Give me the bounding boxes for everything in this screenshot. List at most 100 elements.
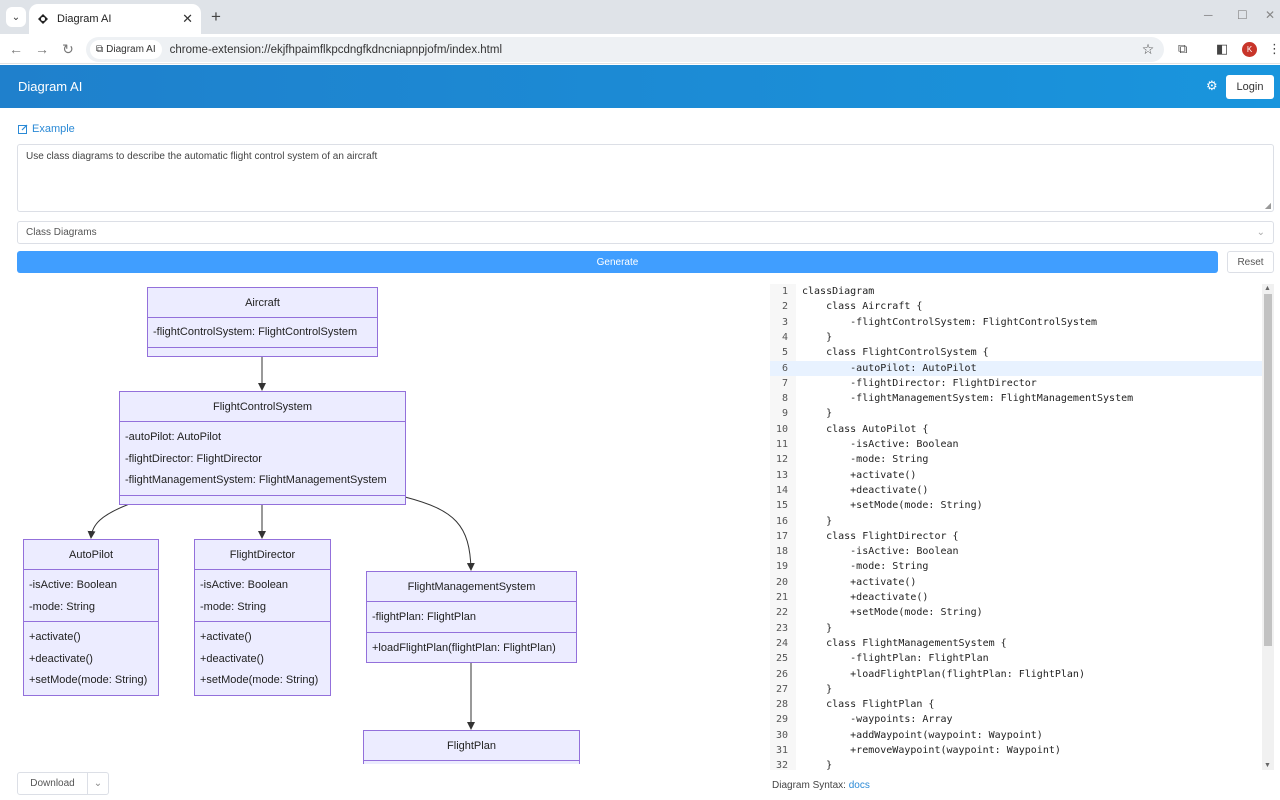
class-name: FlightManagementSystem [367, 572, 576, 602]
code-text: +deactivate() [802, 484, 929, 496]
class-attribute: -autoPilot: AutoPilot [125, 431, 222, 443]
class-flightdirector[interactable]: FlightDirector -isActive: Boolean -mode:… [194, 539, 331, 696]
forward-arrow-icon[interactable]: → [35, 41, 49, 57]
code-line[interactable]: 12 -mode: String [770, 452, 1262, 467]
code-line[interactable]: 21 +deactivate() [770, 590, 1262, 605]
class-flightplan[interactable]: FlightPlan [363, 730, 580, 764]
scroll-up-icon[interactable]: ▲ [1264, 285, 1271, 292]
chevron-down-icon[interactable]: ⌄ [93, 778, 103, 789]
extension-puzzle-icon: ⧉ [96, 44, 104, 55]
code-line[interactable]: 13 +activate() [770, 468, 1262, 483]
code-line[interactable]: 24 class FlightManagementSystem { [770, 636, 1262, 651]
bookmark-star-icon[interactable]: ☆ [1141, 41, 1155, 57]
url-text[interactable]: chrome-extension://ekjfhpaimflkpcdngfkdn… [169, 43, 503, 56]
code-line[interactable]: 1 classDiagram [770, 284, 1262, 299]
side-panel-icon[interactable]: ◧ [1216, 41, 1229, 56]
example-link[interactable]: Example [18, 123, 75, 135]
code-line[interactable]: 23 } [770, 621, 1262, 636]
code-line[interactable]: 15 +setMode(mode: String) [770, 498, 1262, 513]
class-aircraft[interactable]: Aircraft -flightControlSystem: FlightCon… [147, 287, 378, 357]
code-line[interactable]: 28 class FlightPlan { [770, 697, 1262, 712]
code-line[interactable]: 22 +setMode(mode: String) [770, 605, 1262, 620]
tab-search-chevron-icon[interactable]: ⌄ [6, 7, 26, 27]
reload-icon[interactable]: ↻ [62, 40, 74, 57]
code-line[interactable]: 10 class AutoPilot { [770, 422, 1262, 437]
syntax-label: Diagram Syntax: [772, 780, 846, 791]
class-attribute: -flightPlan: FlightPlan [372, 611, 476, 623]
code-line[interactable]: 4 } [770, 330, 1262, 345]
code-line[interactable]: 18 -isActive: Boolean [770, 544, 1262, 559]
extensions-icon[interactable]: ⧉ [1178, 41, 1188, 56]
code-text: -isActive: Boolean [802, 439, 959, 450]
new-tab-button[interactable]: + [211, 7, 221, 26]
profile-avatar[interactable]: K [1242, 42, 1257, 57]
code-line[interactable]: 2 class Aircraft { [770, 299, 1262, 314]
address-bar[interactable]: ⧉ Diagram AI chrome-extension://ekjfhpai… [86, 37, 1164, 62]
line-number: 2 [781, 301, 788, 313]
class-attribute: -isActive: Boolean [29, 579, 118, 591]
class-autopilot[interactable]: AutoPilot -isActive: Boolean -mode: Stri… [23, 539, 159, 696]
reset-button[interactable]: Reset [1227, 251, 1274, 273]
code-line[interactable]: 3 -flightControlSystem: FlightControlSys… [770, 315, 1262, 330]
code-line[interactable]: 20 +activate() [770, 575, 1262, 590]
generate-button[interactable]: Generate [17, 251, 1218, 273]
code-line[interactable]: 17 class FlightDirector { [770, 529, 1262, 544]
tab-close-icon[interactable]: ✕ [182, 11, 193, 26]
code-line[interactable]: 19 -mode: String [770, 559, 1262, 574]
line-number: 1 [781, 286, 788, 297]
code-line[interactable]: 32 } [770, 758, 1262, 770]
back-arrow-icon[interactable]: ← [9, 41, 23, 57]
code-line[interactable]: 16 } [770, 514, 1262, 529]
line-number: 31 [775, 745, 788, 756]
class-flightmanagementsystem[interactable]: FlightManagementSystem -flightPlan: Flig… [366, 571, 577, 663]
edge-fcs-fms [404, 496, 475, 571]
prompt-textarea[interactable]: Use class diagrams to describe the autom… [17, 144, 1274, 212]
code-line[interactable]: 5 class FlightControlSystem { [770, 345, 1262, 360]
scroll-down-icon[interactable]: ▼ [1264, 762, 1271, 769]
code-text: +activate() [802, 469, 917, 481]
line-number: 27 [775, 683, 788, 695]
code-line[interactable]: 9 } [770, 406, 1262, 421]
browser-toolbar: ← → ↻ ⧉ Diagram AI chrome-extension://ek… [0, 34, 1280, 64]
class-name: FlightPlan [364, 731, 579, 761]
resize-grip-icon[interactable]: ◢ [1264, 201, 1271, 210]
line-number: 22 [775, 607, 788, 619]
code-line[interactable]: 11 -isActive: Boolean [770, 437, 1262, 452]
code-line[interactable]: 31 +removeWaypoint(waypoint: Waypoint) [770, 743, 1262, 758]
browser-tab-diagram-ai[interactable]: Diagram AI ✕ [29, 4, 201, 34]
class-flightcontrolsystem[interactable]: FlightControlSystem -autoPilot: AutoPilo… [119, 391, 406, 505]
code-line[interactable]: 29 -waypoints: Array [770, 712, 1262, 727]
code-line[interactable]: 14 +deactivate() [770, 483, 1262, 498]
docs-link[interactable]: docs [848, 780, 870, 791]
scrollbar-thumb[interactable] [1264, 294, 1272, 646]
code-line[interactable]: 6 -autoPilot: AutoPilot [770, 360, 1262, 376]
code-line[interactable]: 26 +loadFlightPlan(flightPlan: FlightPla… [770, 667, 1262, 682]
code-line[interactable]: 7 -flightDirector: FlightDirector [770, 376, 1262, 391]
line-number: 28 [775, 699, 788, 711]
editor-scrollbar[interactable]: ▲ ▼ [1262, 284, 1274, 770]
diagram-type-select[interactable]: Class Diagrams ⌄ [17, 221, 1274, 244]
line-number: 21 [775, 592, 788, 603]
code-text: } [802, 760, 833, 770]
code-line[interactable]: 30 +addWaypoint(waypoint: Waypoint) [770, 728, 1262, 743]
site-info-chip[interactable]: ⧉ Diagram AI [90, 40, 162, 59]
maximize-icon[interactable]: ☐ [1237, 8, 1248, 22]
line-number: 23 [775, 622, 788, 634]
line-number: 12 [775, 454, 788, 466]
code-text: classDiagram [802, 286, 875, 297]
code-editor[interactable]: 1 classDiagram 2 class Aircraft {3 -flight… [770, 284, 1274, 770]
code-text: -flightManagementSystem: FlightManagemen… [802, 393, 1134, 405]
more-menu-icon[interactable]: ⋮ [1268, 41, 1280, 56]
minimize-icon[interactable]: ─ [1204, 8, 1213, 22]
download-button[interactable]: Download ⌄ [17, 772, 109, 795]
login-button[interactable]: Login [1226, 75, 1274, 99]
code-text: +setMode(mode: String) [802, 500, 983, 512]
site-chip-label: Diagram AI [106, 44, 156, 55]
code-line[interactable]: 27 } [770, 682, 1262, 697]
code-text: -flightDirector: FlightDirector [802, 377, 1037, 389]
code-line[interactable]: 25 -flightPlan: FlightPlan [770, 651, 1262, 666]
settings-gear-icon[interactable]: ⚙ [1206, 78, 1218, 93]
close-window-icon[interactable]: ✕ [1265, 8, 1276, 22]
code-line[interactable]: 8 -flightManagementSystem: FlightManagem… [770, 391, 1262, 406]
code-text: } [802, 515, 833, 527]
